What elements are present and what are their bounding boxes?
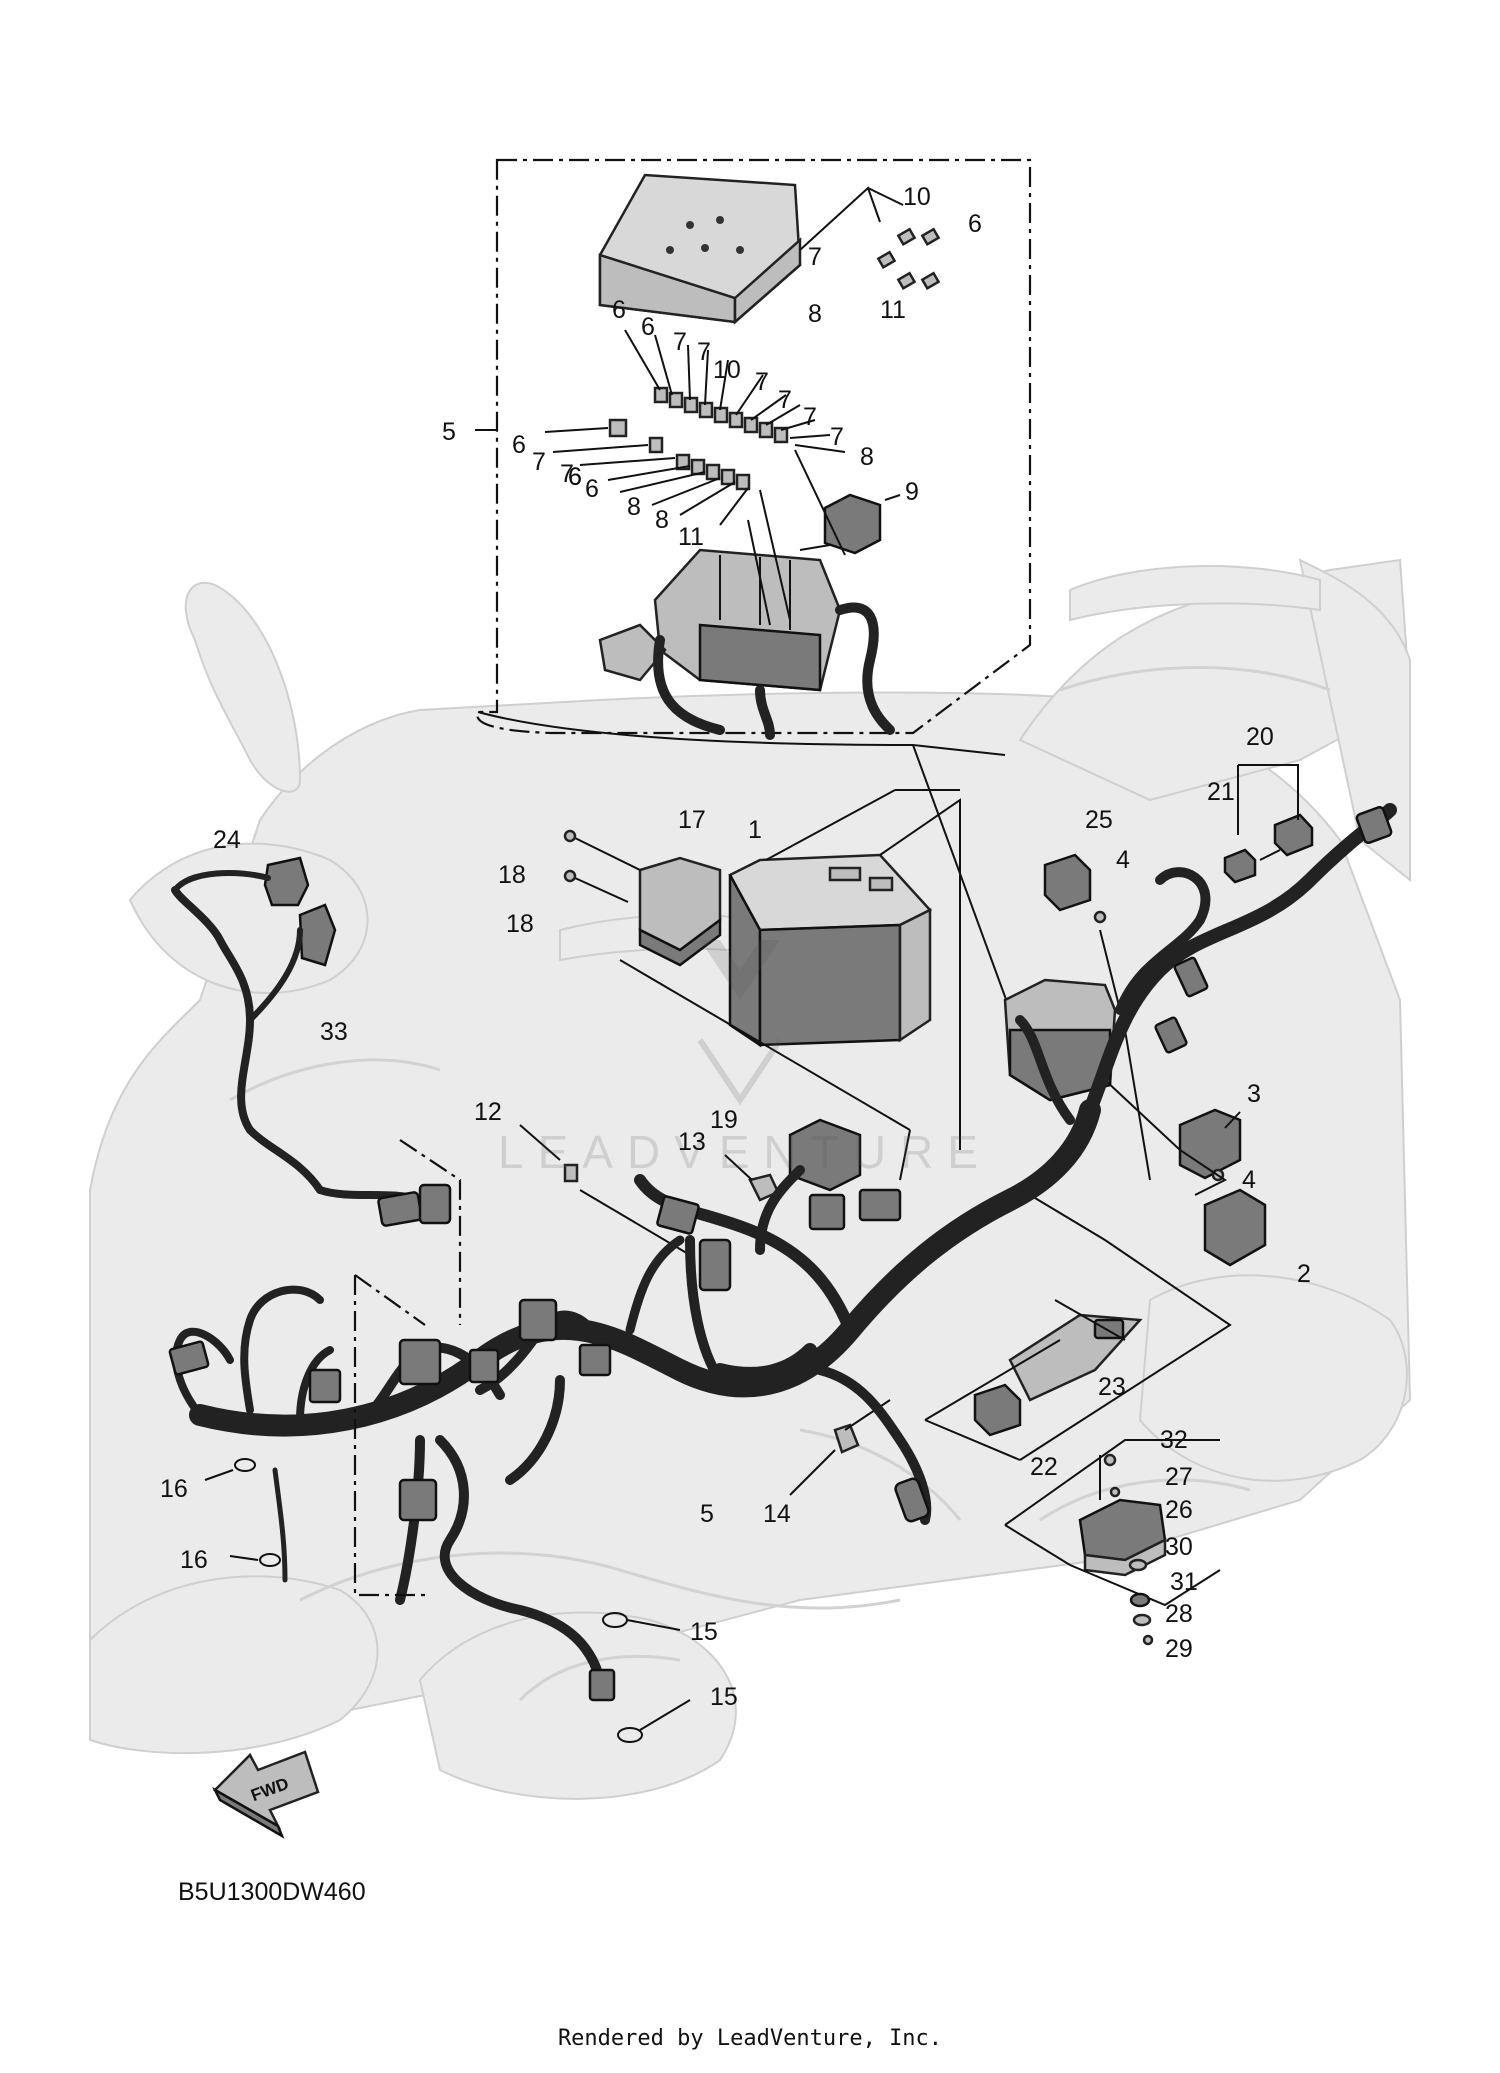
connector-20 xyxy=(1273,813,1314,857)
callout-10: 10 xyxy=(903,183,931,211)
band-14 xyxy=(833,1423,860,1454)
diagram-code: B5U1300DW460 xyxy=(178,1878,366,1906)
callout-7: 7 xyxy=(803,403,817,431)
callout-24: 24 xyxy=(213,826,241,854)
callout-18: 18 xyxy=(506,910,534,938)
callout-8: 8 xyxy=(655,506,669,534)
fuse-row-lower xyxy=(608,418,751,491)
callout-18: 18 xyxy=(498,861,526,889)
callout-6: 6 xyxy=(585,475,599,503)
band-16-lower xyxy=(259,1553,281,1567)
callout-5: 5 xyxy=(700,1500,714,1528)
wire-harness-5 xyxy=(168,803,1397,1702)
connector-21 xyxy=(1223,848,1257,884)
relay-9 xyxy=(823,493,882,555)
callout-7: 7 xyxy=(673,328,687,356)
callout-6: 6 xyxy=(568,463,582,491)
callout-6: 6 xyxy=(568,463,582,491)
callout-7: 7 xyxy=(697,338,711,366)
callout-7: 7 xyxy=(560,460,574,488)
relay-2 xyxy=(1203,1188,1267,1267)
fuse-box-detail xyxy=(475,158,1032,1066)
callout-6: 6 xyxy=(612,296,626,324)
bolt-32 xyxy=(1103,1453,1117,1467)
callout-9: 9 xyxy=(905,478,919,506)
callout-32: 32 xyxy=(1160,1426,1188,1454)
render-credit: Rendered by LeadVenture, Inc. xyxy=(557,2026,943,2051)
callout-29: 29 xyxy=(1165,1635,1193,1663)
callout-30: 30 xyxy=(1165,1533,1193,1561)
watermark-logo: LEADVENTURE xyxy=(498,940,992,1178)
callout-10: 10 xyxy=(713,356,741,384)
grommet-31 xyxy=(1129,1592,1151,1608)
callout-15: 15 xyxy=(690,1618,718,1646)
band-15-lower xyxy=(617,1727,643,1743)
connector-12 xyxy=(563,1163,579,1183)
relay-25 xyxy=(1043,853,1092,912)
callout-8: 8 xyxy=(808,300,822,328)
callout-16: 16 xyxy=(160,1475,188,1503)
callout-19: 19 xyxy=(710,1106,738,1134)
callout-33: 33 xyxy=(320,1018,348,1046)
callout-2: 2 xyxy=(1297,1260,1311,1288)
callout-23: 23 xyxy=(1098,1373,1126,1401)
callout-17: 17 xyxy=(678,806,706,834)
callout-25: 25 xyxy=(1085,806,1113,834)
callout-labels: 1 2 3 4 4 5 5 6 6 6 6 6 6 6 7 7 7 7 7 7 … xyxy=(160,183,1311,1711)
connector-24 xyxy=(263,856,310,907)
callout-8: 8 xyxy=(627,493,641,521)
callout-7: 7 xyxy=(532,448,546,476)
callout-11: 11 xyxy=(880,296,906,324)
callout-7: 7 xyxy=(830,423,844,451)
callout-31: 31 xyxy=(1170,1568,1198,1596)
forward-arrow-indicator: FWD xyxy=(212,1750,320,1839)
callout-16: 16 xyxy=(180,1546,208,1574)
callout-7: 7 xyxy=(808,243,822,271)
fuse-4-upper xyxy=(1093,910,1107,924)
callout-11: 11 xyxy=(678,523,704,551)
fuse-box-detail-frame xyxy=(476,158,1032,735)
callout-13: 13 xyxy=(678,1128,706,1156)
collar-27 xyxy=(1109,1486,1121,1498)
callout-20: 20 xyxy=(1246,723,1274,751)
callout-21: 21 xyxy=(1207,778,1235,806)
callout-26: 26 xyxy=(1165,1496,1193,1524)
callout-22: 22 xyxy=(1030,1453,1058,1481)
watermark-text: LEADVENTURE xyxy=(498,1126,992,1178)
callout-4: 4 xyxy=(1242,1166,1256,1194)
callout-3: 3 xyxy=(1247,1080,1261,1108)
callout-27: 27 xyxy=(1165,1463,1193,1491)
washer-29 xyxy=(1142,1634,1154,1646)
callout-7: 7 xyxy=(755,368,769,396)
callout-7: 7 xyxy=(778,386,792,414)
callout-5: 5 xyxy=(442,418,456,446)
washer-30 xyxy=(1128,1558,1148,1572)
callout-15: 15 xyxy=(710,1683,738,1711)
fuse-box-detail-pointer xyxy=(477,711,1006,756)
callout-4: 4 xyxy=(1116,846,1130,874)
fuse-row-upper xyxy=(653,386,789,444)
callout-6: 6 xyxy=(512,431,526,459)
sensor-22 xyxy=(973,1383,1022,1437)
callout-8: 8 xyxy=(860,443,874,471)
callout-14: 14 xyxy=(763,1500,791,1528)
callout-12: 12 xyxy=(474,1098,502,1126)
callout-1: 1 xyxy=(748,816,762,844)
callout-6: 6 xyxy=(968,210,982,238)
band-16-upper xyxy=(234,1458,256,1472)
callout-6: 6 xyxy=(641,313,655,341)
nut-28 xyxy=(1132,1613,1152,1627)
callout-28: 28 xyxy=(1165,1600,1193,1628)
